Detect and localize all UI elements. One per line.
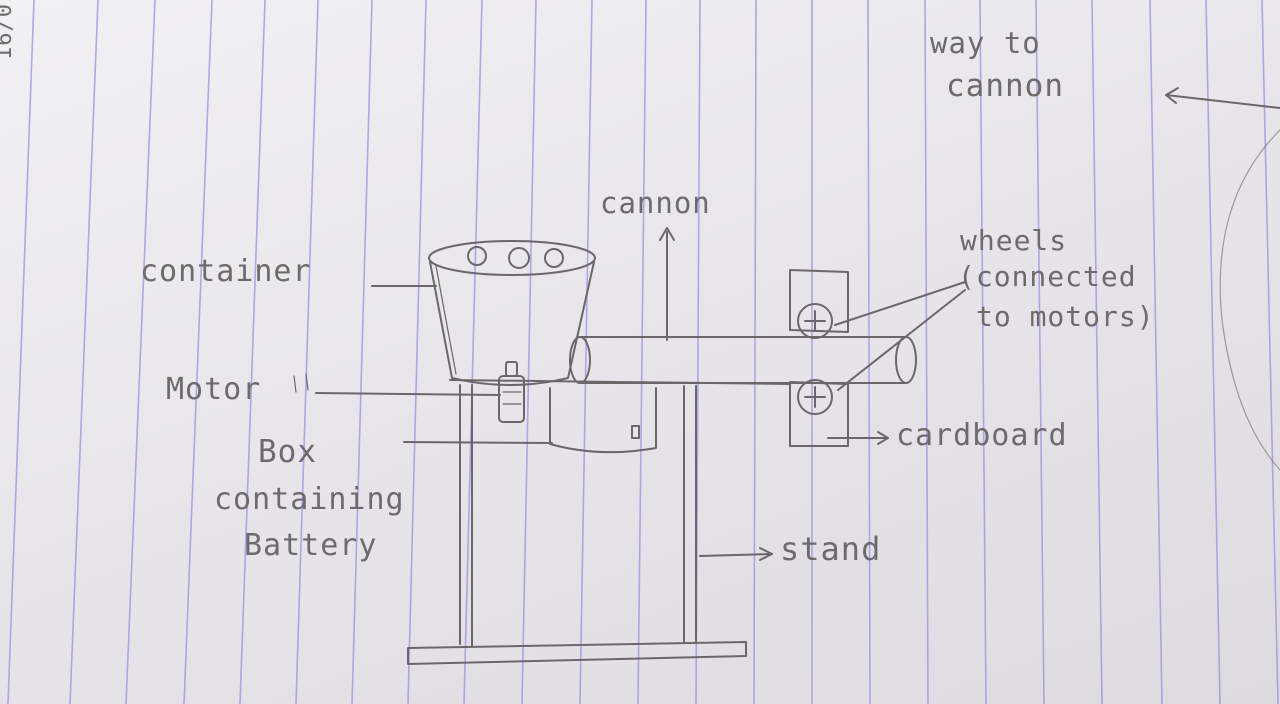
label-wheels-line2: (connected xyxy=(958,260,1137,293)
label-motor: Motor xyxy=(166,372,261,407)
battery-box xyxy=(550,388,656,452)
label-way-to-line2: cannon xyxy=(946,68,1064,104)
label-wheels-line1: wheels xyxy=(960,224,1067,257)
label-box-line2: containing xyxy=(214,482,405,517)
box-pointer xyxy=(404,442,552,443)
label-cannon: cannon xyxy=(600,186,711,220)
label-cardboard: cardboard xyxy=(896,418,1068,453)
cannon-barrel xyxy=(570,337,916,383)
label-way-to-line1: way to xyxy=(930,26,1041,60)
motor-shape xyxy=(499,362,524,422)
page-edge-curve xyxy=(1220,130,1280,470)
label-box-line3: Battery xyxy=(244,528,377,563)
margin-date: 16/01/ xyxy=(0,0,17,60)
cannon-arrow xyxy=(660,228,674,340)
label-wheels-line3: to motors) xyxy=(976,300,1155,333)
label-stand: stand xyxy=(780,530,881,568)
stand-shape xyxy=(408,385,746,664)
label-box-line1: Box xyxy=(258,434,317,470)
label-container: container xyxy=(140,254,312,289)
stand-pointer xyxy=(700,548,772,560)
cardboard-pointer xyxy=(828,432,888,444)
way-to-cannon-arrow xyxy=(1166,88,1280,108)
wheels xyxy=(790,270,848,446)
